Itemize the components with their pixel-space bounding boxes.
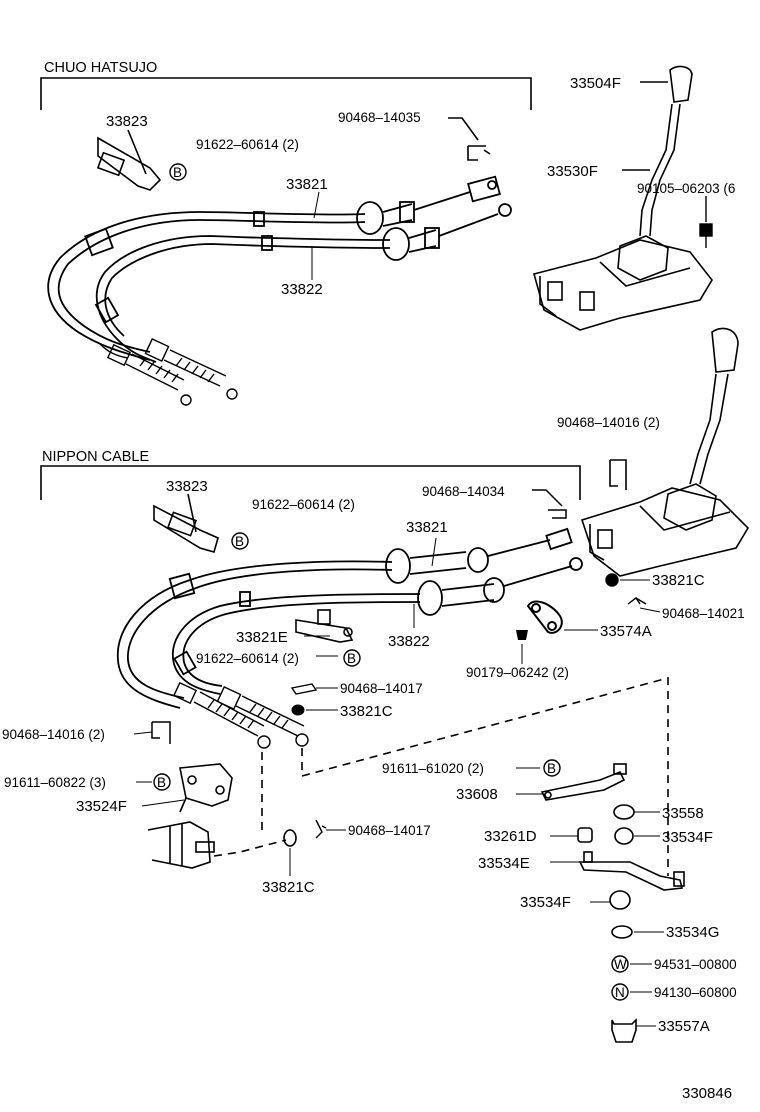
label-l-33821E: 33821E [236,629,288,646]
clip-90468-14016-left [151,721,171,744]
label-l-33823: 33823 [166,478,208,495]
marker-n-icon: N [615,985,625,1000]
label-l-33524F: 33524F [76,798,127,815]
upper-clip-part [448,117,491,161]
label-l-91622-60614-b: 91622–60614 (2) [196,651,299,666]
label-l-33821: 33821 [406,519,448,536]
washer-33821C-a [291,704,305,716]
bracket-33524F [179,763,233,813]
label-l-90179-06242: 90179–06242 (2) [466,665,569,680]
label-l-33608: 33608 [456,786,498,803]
marker-b-icon: B [347,651,356,666]
washer-33821C-b [283,829,297,847]
label-l-91611-61020: 91611–61020 (2) [382,761,484,776]
label-l-33261D: 33261D [484,828,537,845]
marker-b-icon: B [235,534,244,549]
section-lower-title: NIPPON CABLE [42,449,149,465]
lower-shift-lever [580,327,750,577]
label-u-33821: 33821 [286,176,328,193]
label-r-90468-14016: 90468–14016 (2) [557,415,660,430]
label-u-33823: 33823 [106,113,148,130]
lower-clip-part [532,489,567,519]
clip-90468-14017-b [315,819,327,839]
label-l-33822: 33822 [388,633,430,650]
lower-bracket-part [153,493,219,553]
label-r-33530F: 33530F [547,163,598,180]
figure-number: 330846 [682,1085,732,1102]
upper-shift-lever [533,65,713,331]
label-u-33822: 33822 [281,281,323,298]
label-l-90468-14017-b: 90468–14017 [348,823,431,838]
dashed-lines [213,676,669,876]
washer-33821C-right [605,573,619,587]
section-lower-bracket [40,465,581,500]
clip-90468-14021 [627,596,647,605]
label-u-91622-60614: 91622–60614 (2) [196,137,299,152]
label-l-33558: 33558 [662,805,704,822]
label-l-90468-14016: 90468–14016 (2) [2,727,105,742]
label-l-94130-60800: 94130–60800 [654,985,737,1000]
marker-b-icon: B [157,775,166,790]
label-l-91622-60614: 91622–60614 (2) [252,497,355,512]
label-l-33821C-r: 33821C [652,572,705,589]
label-l-94531-00800: 94531–00800 [654,957,737,972]
label-r-33504F: 33504F [570,75,621,92]
upper-cable-assembly [47,175,512,406]
section-upper-title: CHUO HATSUJO [44,60,157,76]
upper-bracket-part [96,129,162,191]
label-l-33557A: 33557A [658,1018,710,1035]
transmission-stub [147,821,215,869]
label-l-91611-60822: 91611–60822 (3) [4,775,106,790]
label-l-33534G: 33534G [666,924,719,941]
part-33574A [526,600,563,634]
upper-bolt-part [699,196,713,248]
upper-leader-lines [311,191,320,280]
shift-linkage [540,763,685,891]
label-l-33821C-b: 33821C [262,879,315,896]
label-l-90468-14034: 90468–14034 [422,484,505,499]
label-l-33534F-b: 33534F [520,894,571,911]
clip-90468-14017-a [290,683,318,695]
marker-b-icon: B [173,165,182,180]
label-l-90468-14017-a: 90468–14017 [340,681,423,696]
marker-w-icon: W [614,957,627,972]
bushings [577,804,637,1043]
label-l-33574A: 33574A [600,623,652,640]
part-90179-06242 [516,630,528,640]
label-l-33821C-a: 33821C [340,703,393,720]
marker-b-icons [153,163,629,1001]
label-l-90468-14021: 90468–14021 [662,606,745,621]
label-l-33534E: 33534E [478,855,530,872]
label-l-33534F-a: 33534F [662,829,713,846]
lower-leader-lines [133,537,664,1027]
label-r-90105-06203: 90105–06203 (6 [637,181,735,196]
label-u-90468-14035: 90468–14035 [338,110,421,125]
part-33821E [295,609,354,643]
lower-cable-assembly [116,527,583,749]
section-upper-bracket [40,77,532,110]
marker-b-icon: B [547,761,556,776]
